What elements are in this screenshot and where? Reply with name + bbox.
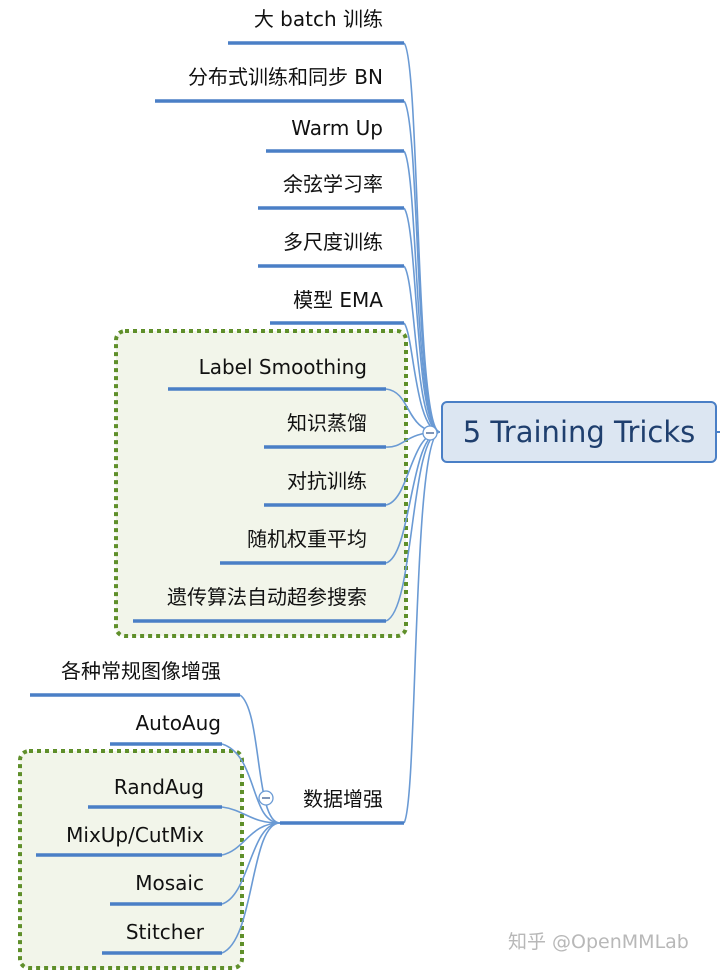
branch-underlines bbox=[30, 41, 404, 955]
branch-label[interactable]: Label Smoothing bbox=[198, 355, 367, 379]
root-label: 5 Training Tricks bbox=[462, 415, 696, 449]
branch-label[interactable]: 知识蒸馏 bbox=[287, 411, 367, 435]
branch-label[interactable]: 遗传算法自动超参搜索 bbox=[167, 585, 367, 609]
collapse-button-augmentation[interactable] bbox=[258, 790, 274, 806]
aug-child-label[interactable]: 各种常规图像增强 bbox=[61, 659, 221, 683]
branch-label[interactable]: 余弦学习率 bbox=[283, 172, 383, 196]
branch-label[interactable]: 分布式训练和同步 BN bbox=[187, 65, 383, 89]
aug-child-label[interactable]: MixUp/CutMix bbox=[66, 823, 204, 847]
branch-label[interactable]: 数据增强 bbox=[303, 787, 383, 811]
aug-connectors bbox=[221, 694, 281, 954]
branch-label[interactable]: Warm Up bbox=[291, 116, 383, 140]
aug-child-label[interactable]: Stitcher bbox=[125, 920, 204, 944]
root-node[interactable]: 5 Training Tricks bbox=[441, 401, 717, 463]
aug-child-label[interactable]: AutoAug bbox=[135, 711, 222, 735]
watermark: 知乎 @OpenMMLab bbox=[508, 931, 689, 953]
branch-label[interactable]: 对抗训练 bbox=[287, 469, 367, 493]
aug-child-label[interactable]: Mosaic bbox=[135, 871, 204, 895]
aug-child-label[interactable]: RandAug bbox=[113, 775, 204, 799]
collapse-button-root[interactable] bbox=[422, 425, 438, 441]
branch-label[interactable]: 大 batch 训练 bbox=[253, 7, 383, 31]
branch-label[interactable]: 随机权重平均 bbox=[247, 527, 367, 551]
branch-label[interactable]: 模型 EMA bbox=[293, 288, 383, 312]
group-frame-regularization bbox=[114, 329, 408, 638]
branch-label[interactable]: 多尺度训练 bbox=[283, 230, 383, 254]
